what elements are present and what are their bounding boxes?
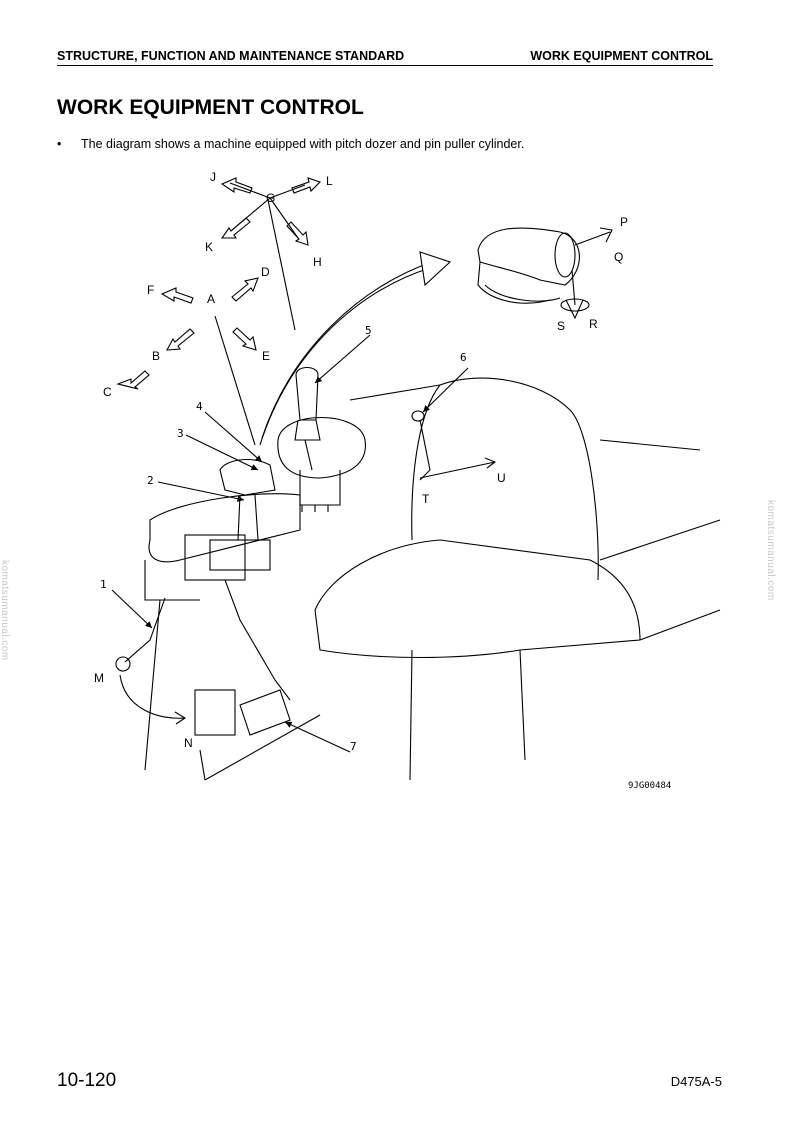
label-m: M [94,671,104,685]
callout-1: 1 [100,578,107,591]
label-s: S [557,319,565,333]
callout-7: 7 [350,740,357,753]
label-c: C [103,385,112,399]
label-b: B [152,349,160,363]
label-f: F [147,283,154,297]
label-k: K [205,240,213,254]
figure-code: 9JG00484 [628,781,671,791]
header-section-title: STRUCTURE, FUNCTION AND MAINTENANCE STAN… [57,49,405,63]
control-valve-assembly [115,459,321,781]
label-l: L [326,174,333,188]
bullet-symbol: • [57,137,62,151]
page-header: STRUCTURE, FUNCTION AND MAINTENANCE STAN… [57,47,713,66]
direction-indicator-g [220,177,322,331]
label-j: J [210,170,216,184]
label-h: H [313,255,322,269]
callout-4: 4 [196,400,203,413]
callout-2: 2 [147,474,154,487]
work-equipment-diagram: J G L K H F A D B E C P Q S R T U M N 1 … [94,170,721,791]
callout-3: 3 [177,427,184,440]
header-chapter-title: WORK EQUIPMENT CONTROL [530,49,713,63]
direction-indicator-a [116,277,259,446]
label-g: G [266,191,275,205]
callout-6: 6 [460,351,467,364]
label-p: P [620,215,628,229]
lever-grip-detail [477,227,613,320]
callout-5: 5 [365,324,372,337]
page-title: WORK EQUIPMENT CONTROL [57,96,364,119]
page-number: 10-120 [57,1070,117,1091]
model-number: D475A-5 [670,1074,722,1089]
label-d: D [261,265,270,279]
bullet-text: The diagram shows a machine equipped wit… [81,137,525,151]
label-t: T [422,492,430,506]
label-e: E [262,349,270,363]
motion-curve-arrow [259,267,431,446]
bullet-note: • The diagram shows a machine equipped wi… [57,137,524,151]
label-u: U [497,471,506,485]
figure-labels: J G L K H F A D B E C P Q S R T U M N 1 … [94,170,671,791]
label-r: R [589,317,598,331]
label-n: N [184,736,193,750]
operator-seat [314,377,721,781]
work-equipment-lever [277,366,366,512]
label-q: Q [614,250,623,264]
label-a: A [207,292,215,306]
